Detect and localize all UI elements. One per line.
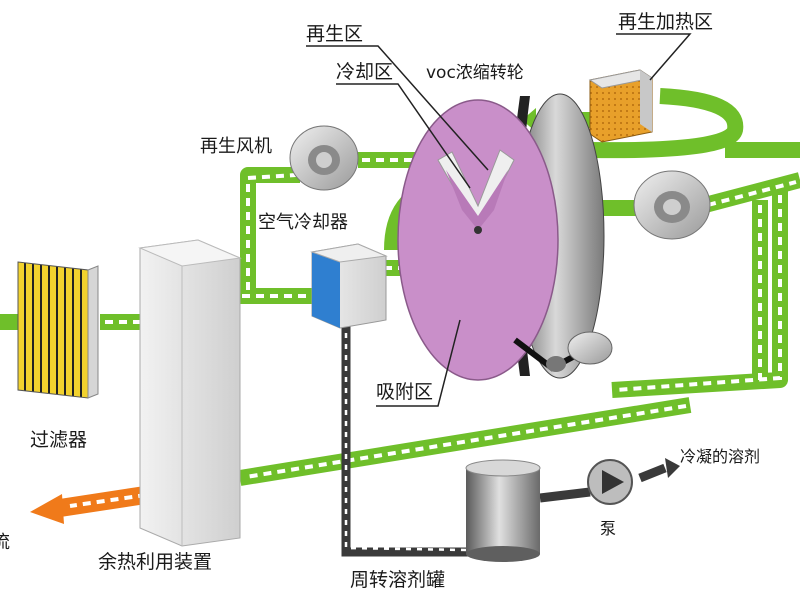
label-cut-left-char: 流	[0, 532, 10, 553]
leader-lines	[306, 33, 692, 407]
label-condensed-solvent: 冷凝的溶剂	[680, 447, 760, 466]
green-flow-paths	[0, 88, 800, 486]
solvent-lines	[341, 318, 680, 557]
filter-unit	[17, 261, 99, 399]
text-labels: 再生区 冷却区 voc浓缩转轮 再生加热区 再生风机 空气冷却器 吸附区 过滤器…	[0, 11, 760, 591]
label-cooling-zone: 冷却区	[336, 61, 393, 83]
label-adsorption-zone: 吸附区	[376, 381, 433, 403]
label-pump: 泵	[600, 519, 616, 538]
label-regen-fan: 再生风机	[200, 136, 272, 157]
label-air-cooler: 空气冷却器	[258, 212, 348, 233]
air-cooler-unit	[310, 243, 388, 329]
label-heat-recovery: 余热利用装置	[98, 551, 212, 573]
label-filter: 过滤器	[30, 429, 87, 451]
label-solvent-tank: 周转溶剂罐	[350, 569, 445, 591]
regen-heater	[588, 69, 654, 143]
exhaust-fan	[633, 170, 711, 240]
label-regen-zone: 再生区	[306, 23, 363, 45]
regen-fan	[289, 125, 359, 191]
pump-symbol	[587, 459, 633, 505]
solvent-tank	[465, 459, 541, 562]
label-voc-wheel: voc浓缩转轮	[426, 63, 524, 83]
label-regen-heating-zone: 再生加热区	[618, 11, 713, 33]
flow-branch-to-fan	[240, 167, 300, 296]
voc-concentrator-wheel	[397, 93, 613, 381]
heat-recovery-device	[138, 239, 242, 547]
